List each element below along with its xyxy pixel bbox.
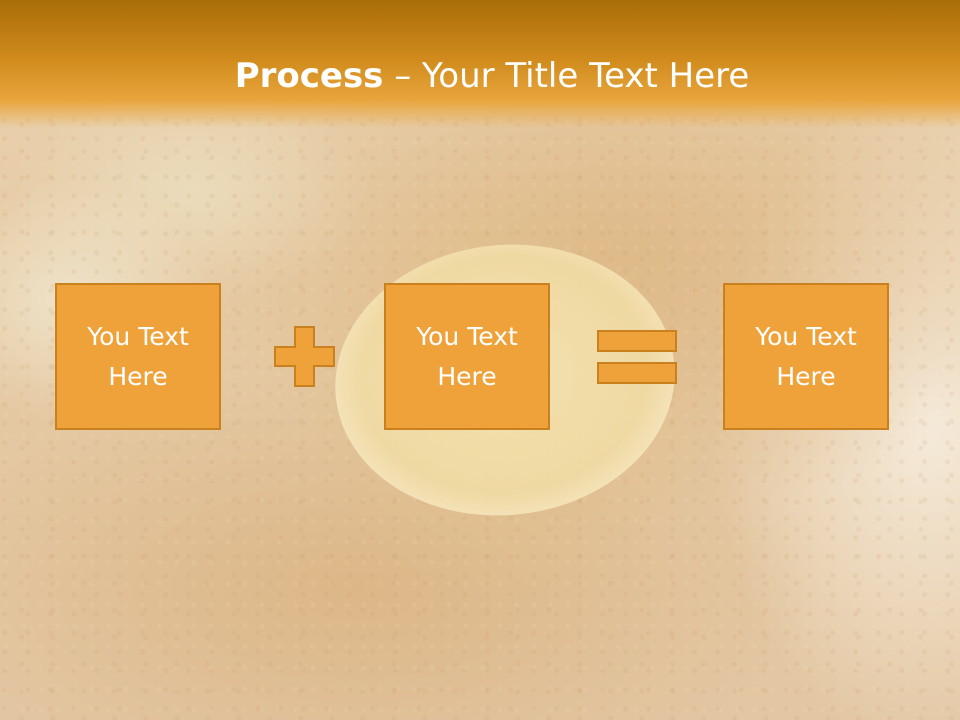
title-rest: – Your Title Text Here — [383, 56, 750, 96]
title-bar: Process – Your Title Text Here — [0, 0, 960, 128]
slide-title: Process – Your Title Text Here — [0, 52, 960, 100]
equals-icon — [597, 330, 677, 384]
process-box-1[interactable]: You Text Here — [55, 283, 221, 430]
process-box-2[interactable]: You Text Here — [384, 283, 550, 430]
title-strong: Process — [234, 56, 384, 96]
plus-icon — [274, 326, 335, 387]
process-box-3[interactable]: You Text Here — [723, 283, 889, 430]
